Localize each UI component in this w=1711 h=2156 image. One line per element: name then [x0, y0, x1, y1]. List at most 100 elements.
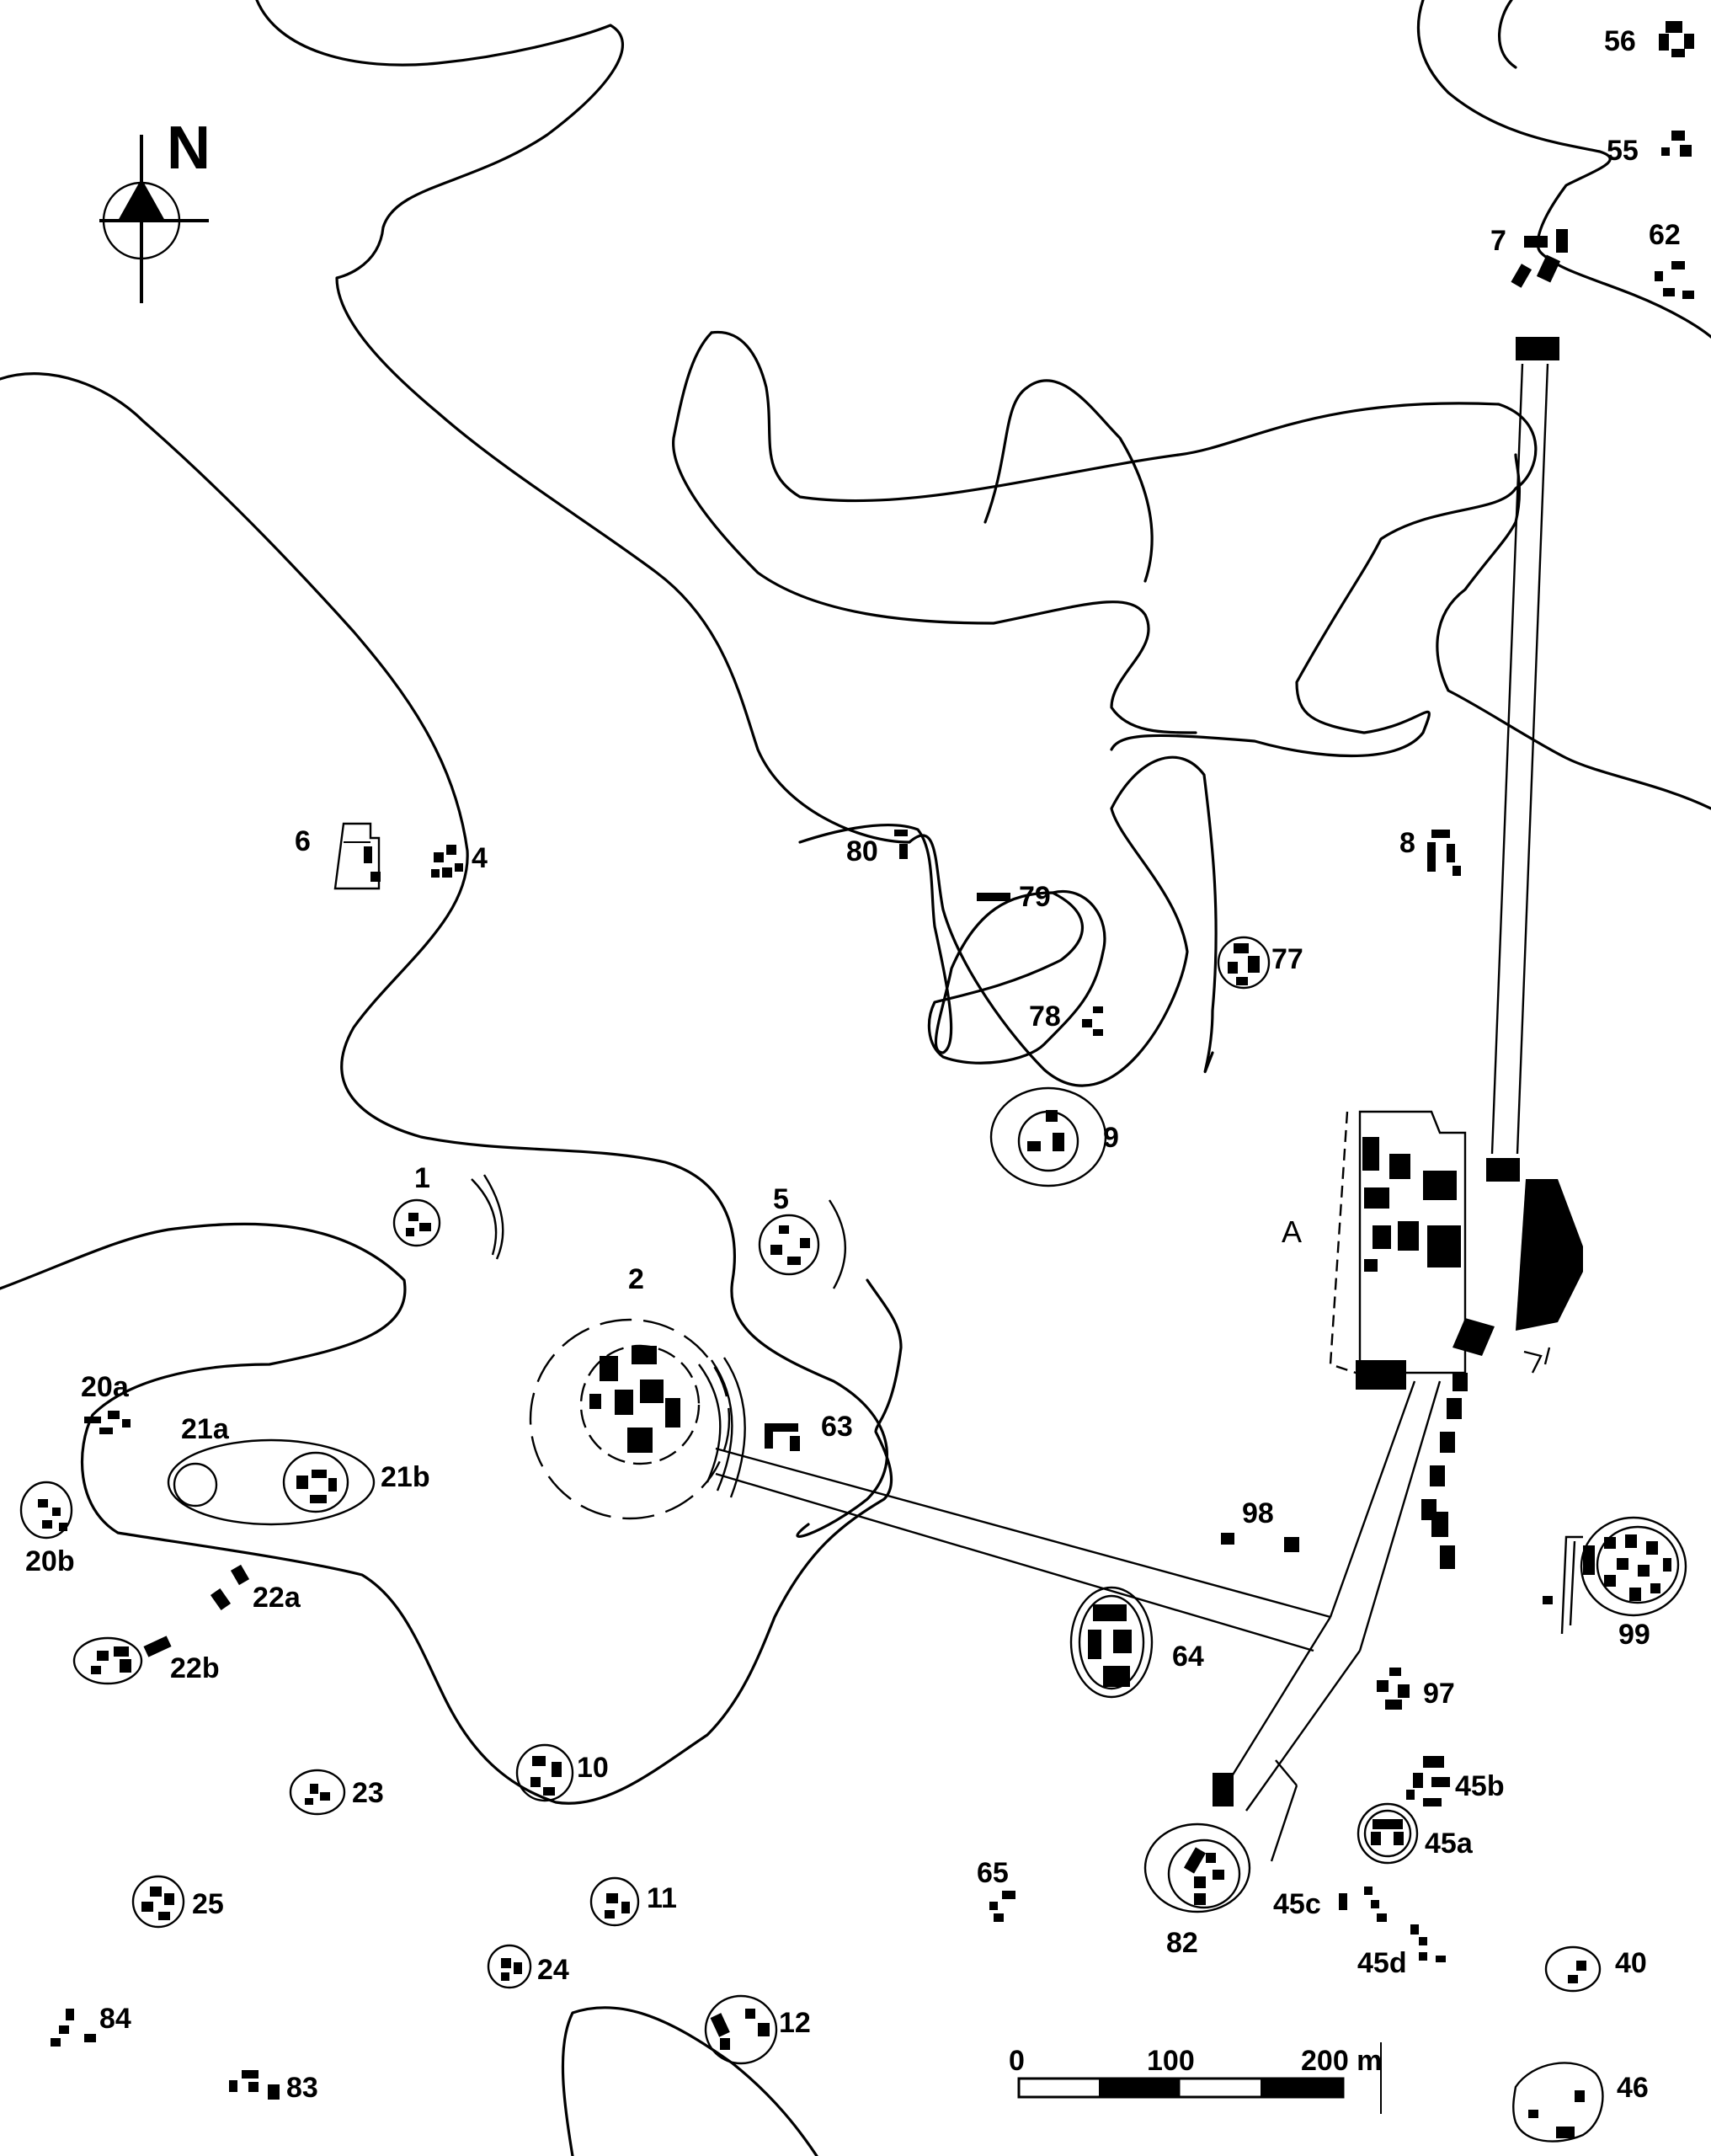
s7-a [1524, 236, 1548, 248]
s45d-a [1410, 1924, 1419, 1935]
site-97: 97 [1377, 1668, 1455, 1710]
contour-upper-left [255, 0, 1218, 1087]
s22b-e [143, 1636, 172, 1657]
s63-b [765, 1432, 773, 1449]
s78-b [1082, 1019, 1092, 1027]
site-77: 77 [1217, 936, 1303, 990]
label-63: 63 [821, 1411, 853, 1443]
group-2: 2 [529, 1263, 746, 1520]
s10-c [530, 1777, 541, 1787]
structure-a6 [1398, 1221, 1419, 1251]
s65-c [994, 1913, 1004, 1922]
s40-a [1576, 1961, 1586, 1971]
site-45a: 45a [1357, 1802, 1474, 1865]
s99-d [1646, 1541, 1658, 1555]
s64-d [1103, 1666, 1130, 1687]
s45c-a [1339, 1893, 1347, 1910]
s56-d [1671, 49, 1685, 57]
label-24: 24 [537, 1954, 569, 1986]
s23-ring [289, 1769, 346, 1816]
s25-c [141, 1902, 153, 1912]
site-65: 65 [977, 1857, 1015, 1922]
structure-a10 [1356, 1360, 1406, 1390]
s98-b [1284, 1537, 1299, 1552]
s4-d [455, 863, 463, 872]
s8-d [1452, 866, 1461, 876]
cs-7 [1440, 1545, 1455, 1569]
north-label: N [167, 115, 211, 182]
s46-c [1556, 2127, 1575, 2138]
s23-b [320, 1792, 330, 1801]
causeways [715, 363, 1549, 1862]
s22b-a [97, 1651, 109, 1661]
structure-a2 [1389, 1154, 1410, 1179]
g2-s6 [627, 1428, 653, 1453]
s45b-a [1423, 1756, 1444, 1768]
s46-b [1528, 2110, 1538, 2118]
site-22b: 22b [72, 1636, 220, 1685]
s40-ring [1544, 1945, 1602, 1993]
g2-s2 [632, 1346, 657, 1364]
label-a: A [1282, 1214, 1302, 1249]
g2-s3 [640, 1380, 664, 1403]
s22b-ring [72, 1636, 143, 1685]
s79-a [977, 893, 1010, 901]
site-20b: 20b [19, 1481, 75, 1577]
label-5: 5 [773, 1183, 789, 1215]
contour-inner [672, 331, 1197, 734]
s7-d [1511, 264, 1532, 288]
s56-b [1659, 34, 1669, 51]
s20a-c [122, 1419, 131, 1428]
north-arrow: N [99, 115, 211, 303]
label-46: 46 [1617, 2072, 1649, 2104]
causeway-south-west-edge [1329, 1380, 1416, 1618]
s83-b [229, 2080, 237, 2092]
label-1: 1 [414, 1162, 430, 1194]
s84-a [66, 2009, 74, 2020]
s21b-ring [282, 1451, 349, 1513]
s23-a [310, 1784, 318, 1794]
label-8: 8 [1399, 827, 1415, 859]
site-8: 8 [1399, 827, 1461, 876]
s45c-c [1371, 1900, 1379, 1908]
label-20b: 20b [25, 1545, 75, 1577]
label-10: 10 [577, 1752, 609, 1784]
s21b-b [312, 1470, 327, 1478]
contour-right-upper-2 [1497, 0, 1517, 69]
s10-ring [515, 1743, 574, 1802]
structure-a7 [1427, 1225, 1461, 1267]
s8-b [1427, 842, 1436, 872]
causeway-south-stub-a [1275, 1759, 1298, 1786]
s20a-b [108, 1411, 120, 1419]
site-10: 10 [515, 1743, 609, 1802]
scale-bar: 0 100 200 m [1009, 2042, 1382, 2114]
s65-b [989, 1902, 998, 1910]
contour-finger [710, 330, 1538, 758]
s77-c [1228, 962, 1238, 974]
label-55: 55 [1607, 135, 1639, 167]
label-77: 77 [1271, 943, 1303, 975]
site-78: 78 [1029, 1001, 1103, 1036]
site-55: 55 [1607, 131, 1692, 167]
label-4: 4 [472, 842, 488, 874]
s20b-ring [19, 1481, 73, 1540]
s5-c [770, 1245, 782, 1255]
site-4: 4 [431, 842, 488, 878]
label-64: 64 [1172, 1641, 1204, 1673]
site-62: 62 [1649, 219, 1694, 299]
label-83: 83 [286, 2072, 318, 2104]
label-45b: 45b [1455, 1770, 1505, 1802]
s56-a [1666, 21, 1682, 33]
contour-plaza-area [0, 372, 888, 1538]
s55-c [1661, 147, 1670, 156]
s64-outer [1069, 1586, 1154, 1699]
s20b-b [52, 1508, 61, 1516]
site-56: 56 [1604, 21, 1694, 57]
s1-c [406, 1228, 414, 1236]
label-99: 99 [1618, 1619, 1650, 1651]
label-2: 2 [628, 1263, 644, 1295]
cs-3 [1440, 1432, 1455, 1453]
s82-e [1194, 1893, 1206, 1905]
causeway-north-east-edge [1516, 363, 1549, 1155]
s99-e [1617, 1558, 1628, 1570]
